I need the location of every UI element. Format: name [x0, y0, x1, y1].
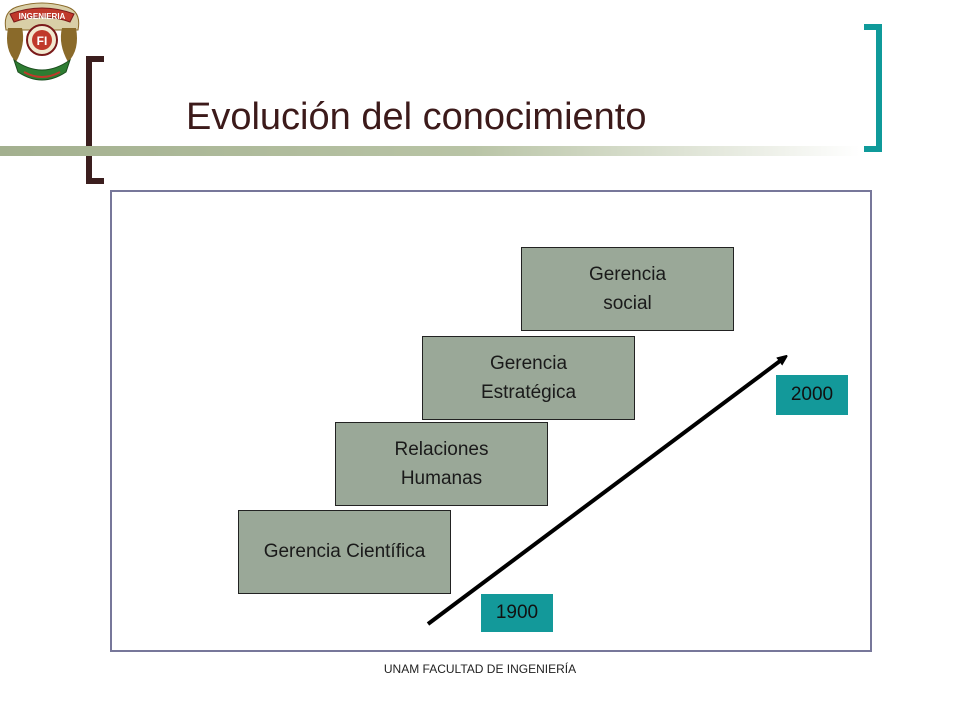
year-end-label: 2000 [776, 375, 848, 415]
logo-center-text: FI [37, 34, 48, 48]
faculty-logo-icon: INGENIERIA FI [4, 2, 80, 81]
stage-gerencia-estrategica: Gerencia Estratégica [422, 336, 635, 420]
slide-title: Evolución del conocimiento [186, 96, 647, 138]
logo-banner-text: INGENIERIA [19, 12, 66, 21]
stage-label-line1: Gerencia [588, 263, 667, 285]
stage-relaciones-humanas: Relaciones Humanas [335, 422, 548, 506]
stage-gerencia-social: Gerencia social [521, 247, 734, 331]
diagram-frame [110, 190, 872, 652]
year-start-label: 1900 [481, 594, 553, 632]
stage-label-line1: Gerencia [489, 352, 568, 374]
stage-label: Gerencia Científica [263, 541, 426, 563]
stage-label-line1: Relaciones [394, 438, 489, 460]
left-bracket-decoration [86, 56, 104, 184]
stage-label-line2: Estratégica [480, 382, 577, 403]
stage-gerencia-cientifica: Gerencia Científica [238, 510, 451, 594]
right-bracket-decoration [864, 24, 882, 152]
slide-footer: UNAM FACULTAD DE INGENIERÍA [383, 662, 577, 676]
title-underline-bar [0, 146, 860, 156]
stage-label-line2: Humanas [400, 468, 483, 489]
stage-label-line2: social [603, 293, 652, 314]
